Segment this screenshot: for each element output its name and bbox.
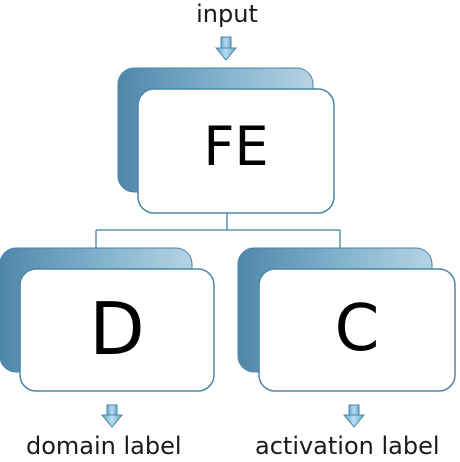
domain-label: domain label [26, 432, 182, 460]
node-fe [117, 67, 335, 214]
node-c [237, 247, 456, 392]
node-c-label: C [334, 292, 380, 366]
node-d-box [19, 268, 215, 392]
input-arrow [214, 36, 238, 61]
node-c-box [258, 268, 456, 392]
input-label: input [196, 0, 258, 28]
domain-output-arrow [100, 404, 124, 428]
activation-output-arrow [342, 404, 366, 428]
node-d-label: D [89, 287, 145, 371]
node-d [0, 247, 215, 392]
activation-label: activation label [255, 432, 440, 460]
node-fe-label: FE [203, 115, 269, 178]
node-fe-box [137, 88, 335, 214]
connector-lines [95, 213, 341, 248]
